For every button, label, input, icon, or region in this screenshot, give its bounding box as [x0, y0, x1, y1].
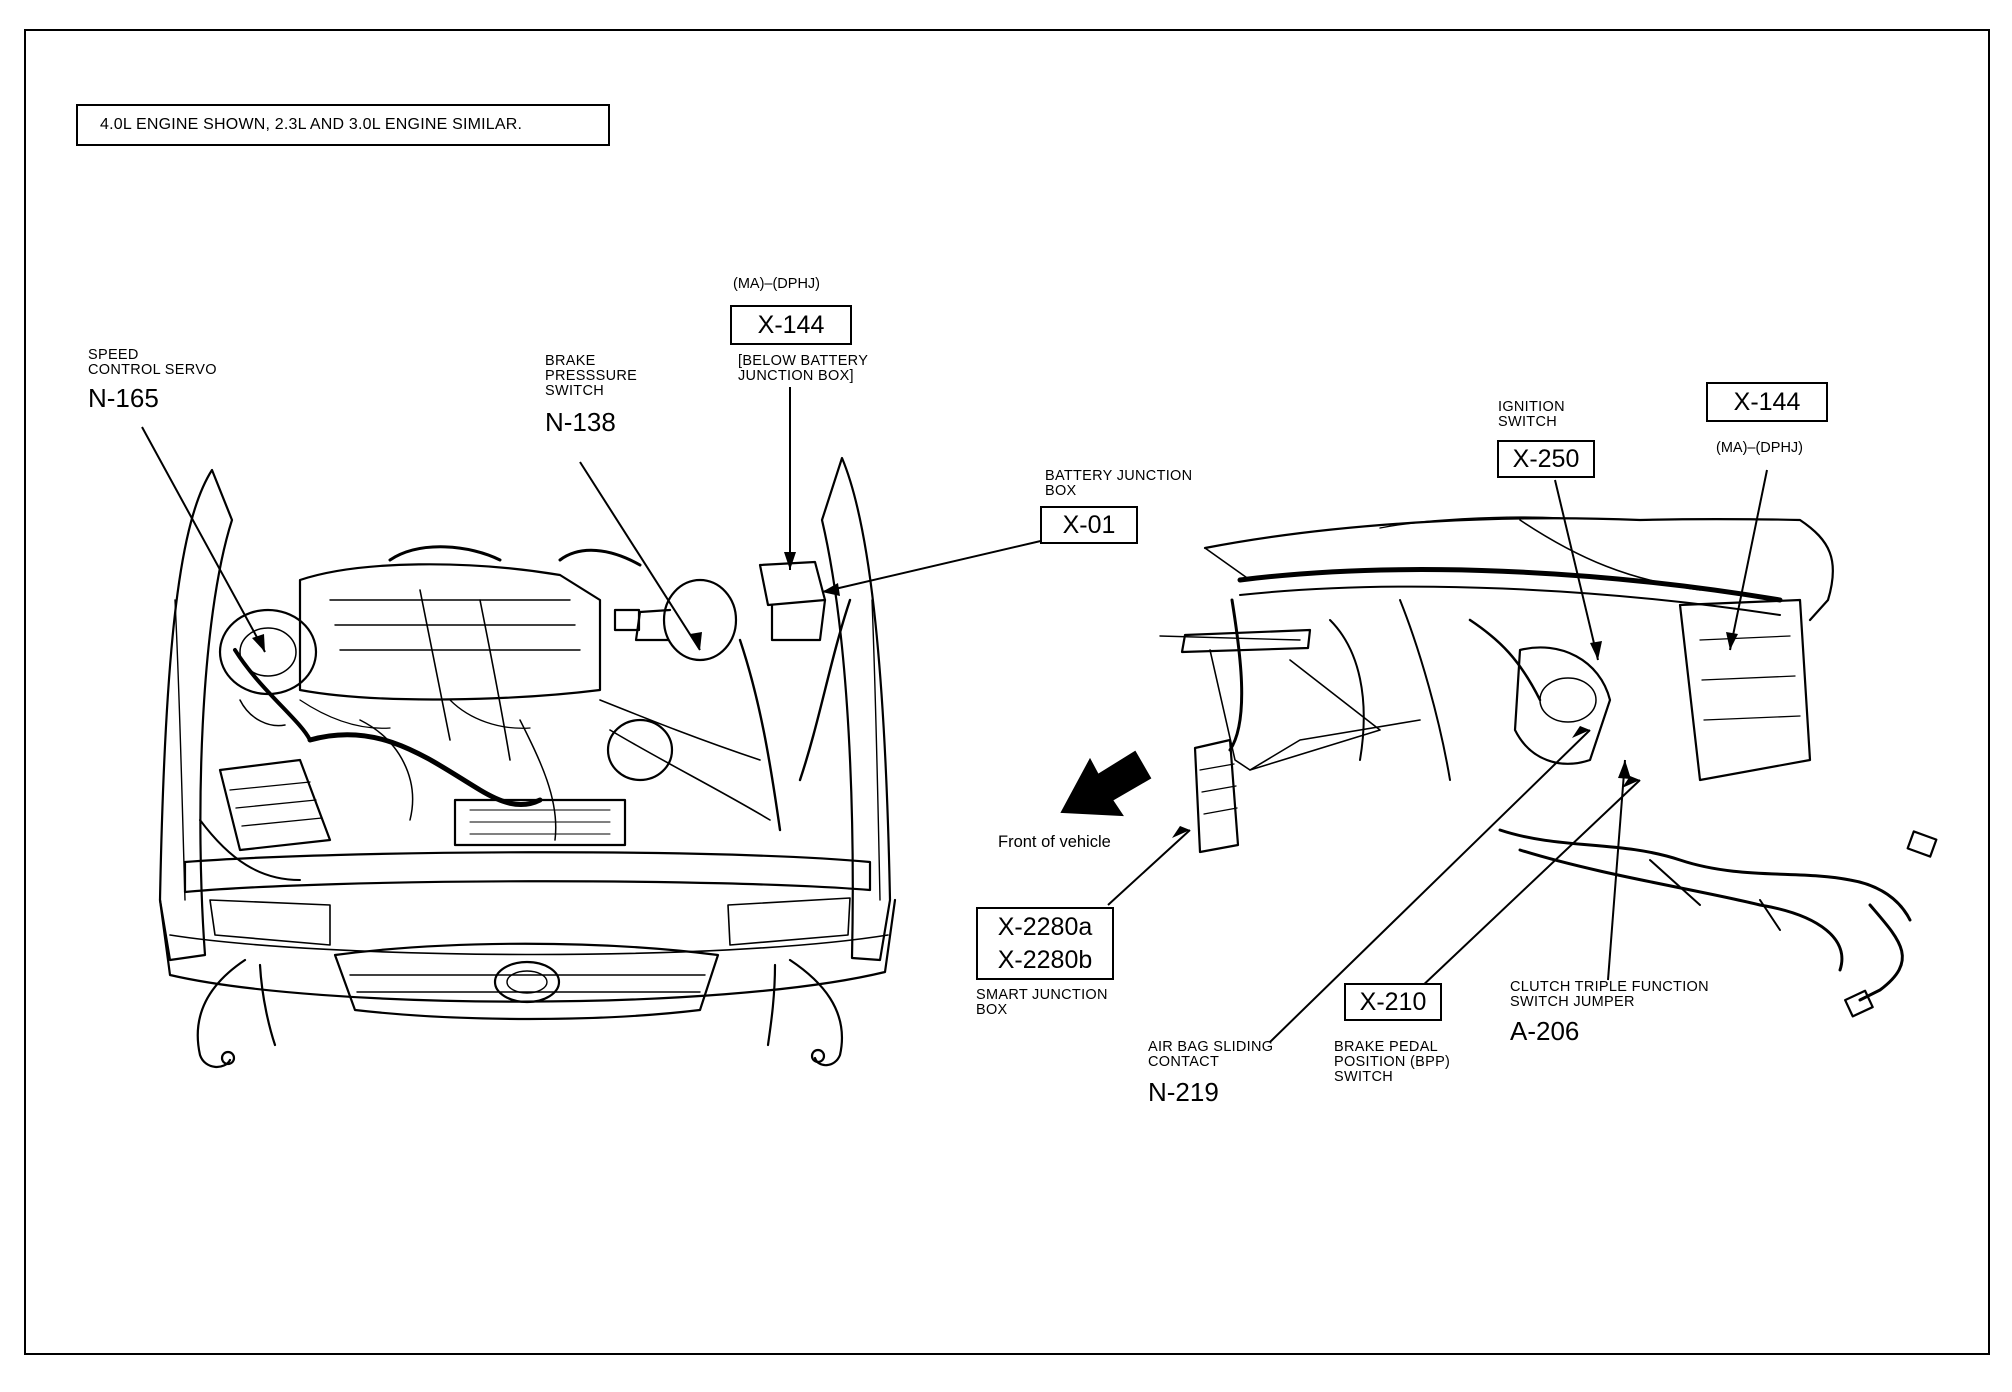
- heater-box: [1678, 598, 1812, 782]
- cross-car-beam: [1237, 567, 1783, 603]
- leader-x01: [821, 539, 1046, 593]
- air-intake-tube: [307, 732, 543, 808]
- engine-note: 4.0L ENGINE SHOWN, 2.3L AND 3.0L ENGINE …: [76, 104, 610, 146]
- ignition-switch-code: X-250: [1497, 440, 1595, 478]
- x144-top-option: (MA)–(DPHJ): [733, 276, 820, 292]
- front-bumper: [158, 898, 897, 1003]
- battery-junction-box-label: BATTERY JUNCTION BOX: [1045, 468, 1193, 499]
- leader-x144-right: [1729, 469, 1768, 651]
- smart-junction-box-codes: X-2280a X-2280b: [976, 907, 1114, 980]
- ignition-switch-label: IGNITION SWITCH: [1498, 399, 1565, 430]
- battery-junction-box: [758, 560, 827, 607]
- engine-compartment-drawing: [158, 456, 897, 1068]
- brake-booster: [662, 578, 738, 662]
- smart-junction-box-label: SMART JUNCTION BOX: [976, 987, 1108, 1018]
- brake-pressure-switch-label: BRAKE PRESSSURE SWITCH: [545, 353, 638, 399]
- clutch-triple-function-code: A-206: [1510, 1016, 1580, 1046]
- x144-top-note: [BELOW BATTERY JUNCTION BOX]: [738, 353, 869, 384]
- air-filter-box: [218, 758, 332, 852]
- brake-pressure-switch-code: N-138: [545, 407, 616, 437]
- leader-n219: [1269, 729, 1591, 1043]
- grille: [333, 942, 720, 1021]
- right-fender: [820, 456, 892, 962]
- emblem: [493, 960, 561, 1004]
- front-direction-arrow: [1060, 750, 1152, 817]
- smart-junction-box-unit: [1193, 738, 1240, 854]
- left-fender: [158, 468, 234, 962]
- air-bag-sliding-contact-code: N-219: [1148, 1077, 1219, 1107]
- arrowheads: [252, 552, 1738, 838]
- floor-harness: [1498, 828, 1912, 922]
- diagram-frame: [24, 29, 1990, 1355]
- radiator: [453, 798, 627, 847]
- x2280b-code: X-2280b: [997, 946, 1093, 974]
- leader-lines: [141, 387, 1768, 1043]
- speed-control-servo-label: SPEED CONTROL SERVO: [88, 347, 217, 378]
- intake-manifold: [298, 563, 602, 701]
- x144-right-code: X-144: [1706, 382, 1828, 422]
- leader-x2280: [1107, 829, 1191, 906]
- air-bag-sliding-contact-label: AIR BAG SLIDING CONTACT: [1148, 1039, 1274, 1070]
- speed-control-servo-code: N-165: [88, 383, 159, 413]
- harness-left: [196, 958, 277, 1068]
- x2280a-code: X-2280a: [997, 913, 1093, 941]
- x144-right-option: (MA)–(DPHJ): [1716, 440, 1803, 456]
- brake-pedal-position-switch-label: BRAKE PEDAL POSITION (BPP) SWITCH: [1334, 1039, 1451, 1085]
- radiator-support: [183, 851, 872, 894]
- leader-x210: [1417, 779, 1641, 991]
- harness-right: [766, 958, 843, 1067]
- leader-n165: [141, 426, 266, 653]
- leader-x250: [1554, 479, 1599, 661]
- instrument-panel-drawing: [1159, 516, 1938, 1018]
- x144-top-code: X-144: [730, 305, 852, 345]
- front-of-vehicle-label: Front of vehicle: [998, 833, 1111, 851]
- clutch-triple-function-label: CLUTCH TRIPLE FUNCTION SWITCH JUMPER: [1510, 979, 1709, 1010]
- dash-top: [1203, 517, 1835, 622]
- leader-a206: [1607, 759, 1626, 981]
- speed-control-servo-unit: [218, 608, 318, 696]
- brake-pedal-position-switch-code: X-210: [1344, 983, 1442, 1021]
- leader-n138: [579, 461, 701, 651]
- battery-junction-box-code: X-01: [1040, 506, 1138, 544]
- steering-column: [1513, 646, 1612, 765]
